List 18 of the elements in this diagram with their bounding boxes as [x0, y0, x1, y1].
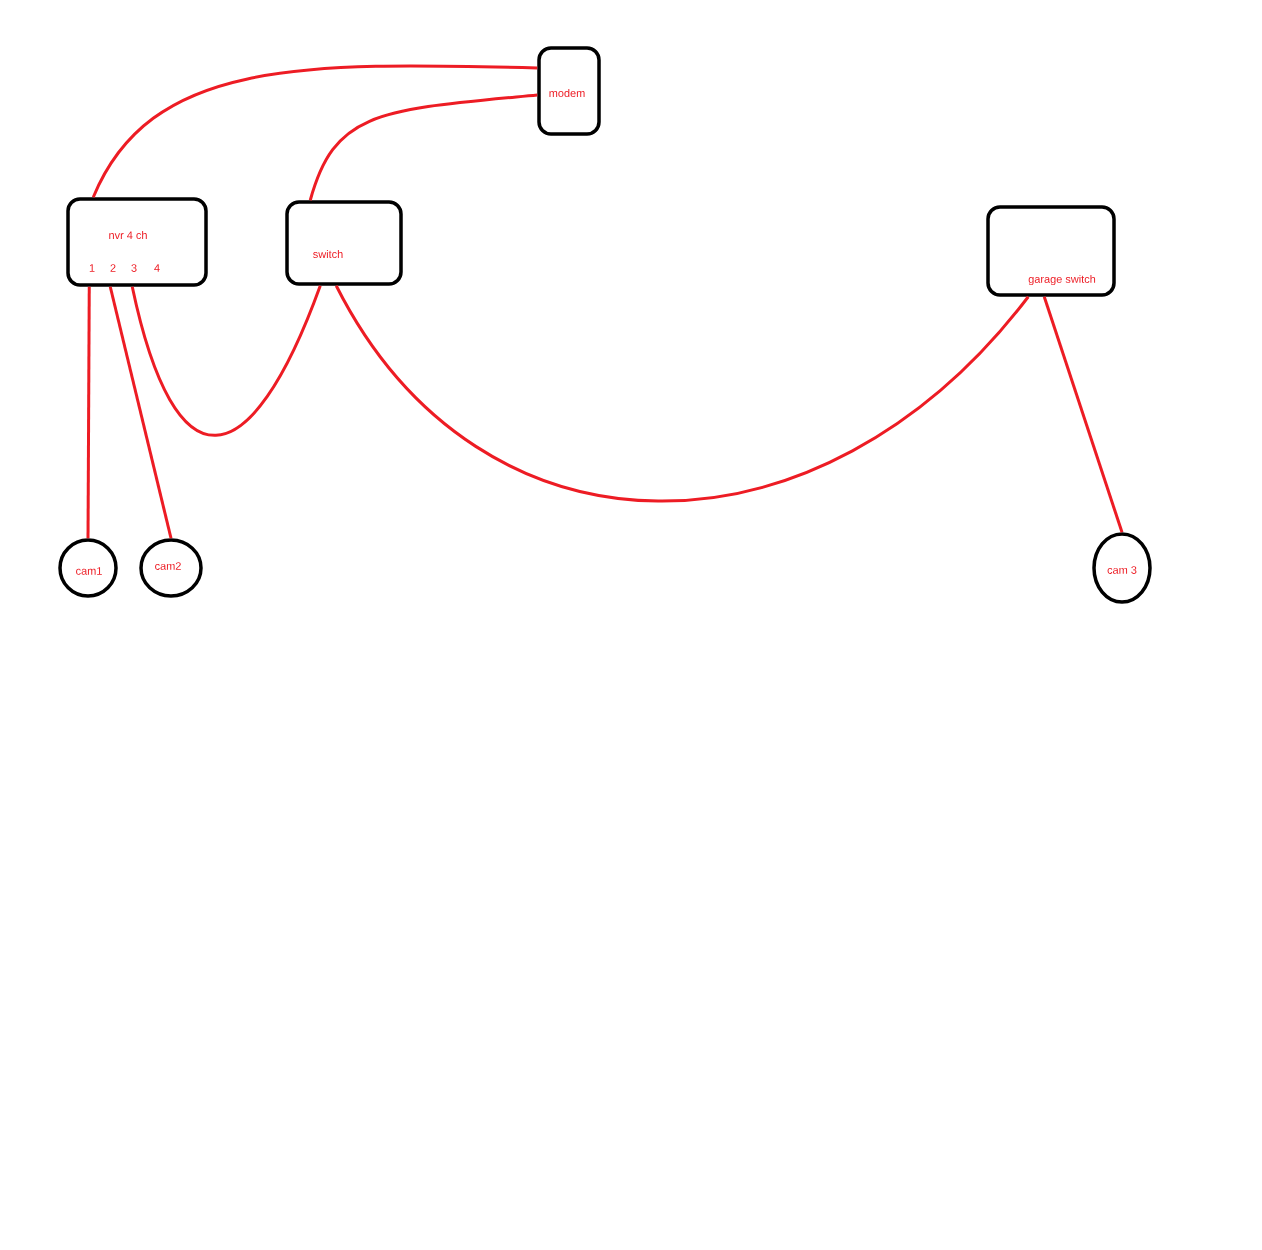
device-label: garage switch: [1028, 274, 1096, 286]
port-number: 1: [89, 264, 95, 272]
port-number: 3: [131, 264, 137, 272]
cable-line: [86, 286, 91, 539]
port-number: 4: [154, 264, 160, 272]
device-label: cam1: [76, 567, 102, 575]
device-label: modem: [549, 89, 585, 98]
cable-line: [308, 93, 538, 201]
device-label: cam 3: [1107, 566, 1137, 574]
cable-line: [334, 284, 1030, 503]
cable-line: [1042, 296, 1124, 533]
cable-line: [91, 64, 538, 198]
cable-line: [130, 285, 322, 437]
port-number: 2: [110, 264, 116, 272]
device-label: nvr 4 ch: [109, 231, 147, 240]
cable-line: [108, 286, 173, 539]
device-label: cam2: [155, 562, 181, 570]
device-label: switch: [313, 250, 343, 259]
